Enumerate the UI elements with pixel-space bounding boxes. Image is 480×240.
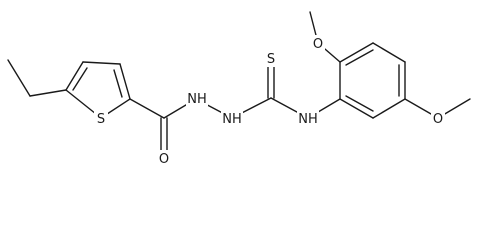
atom-s-thio: S bbox=[264, 50, 278, 67]
bond-benzene-5-6 bbox=[372, 98, 406, 119]
bond-thiophene-c4-c3 bbox=[82, 61, 121, 65]
atom-nh2-label: NH bbox=[222, 112, 242, 127]
atom-labels: S O NH NH S NH O O bbox=[94, 35, 445, 167]
atom-o-carbonyl: O bbox=[157, 150, 171, 167]
bond-ethyl-ch2 bbox=[29, 89, 67, 97]
bond-thiophene-c3-c2-inner bbox=[113, 69, 123, 98]
atom-o-methoxy2-label: O bbox=[433, 112, 443, 127]
atom-nh1: NH bbox=[186, 89, 208, 107]
atom-o-methoxy1: O bbox=[311, 35, 325, 52]
bonds bbox=[7, 11, 471, 151]
bond-thiophene-c3-c2 bbox=[119, 63, 131, 100]
atom-nh3-label: NH bbox=[298, 112, 318, 127]
atom-s-ring-label: S bbox=[97, 112, 105, 127]
atom-o-methoxy1-label: O bbox=[313, 37, 323, 52]
molecule-diagram: S O NH NH S NH O O bbox=[7, 11, 471, 167]
atom-o-methoxy2: O bbox=[431, 110, 445, 127]
atom-s-thio-label: S bbox=[267, 52, 275, 67]
bond-thiophene-c5-c4 bbox=[65, 61, 84, 91]
bond-benzene-6-1-inner bbox=[345, 95, 374, 112]
atom-nh2: NH bbox=[221, 109, 243, 127]
bond-ethyl-ch3 bbox=[7, 59, 31, 97]
bond-thiophene-c5-c4-inner bbox=[72, 67, 88, 91]
atom-o-carbonyl-label: O bbox=[159, 152, 169, 167]
bond-benzene-6-1 bbox=[339, 98, 374, 119]
bond-benzene-2-3-inner bbox=[345, 49, 374, 66]
bond-c2-carbonyl bbox=[129, 98, 165, 119]
bond-benzene-3-4 bbox=[372, 42, 406, 63]
bond-benzene-2-3 bbox=[339, 42, 374, 63]
atom-s-ring: S bbox=[94, 110, 108, 127]
atom-nh1-label: NH bbox=[187, 92, 207, 107]
atom-nh3: NH bbox=[297, 109, 319, 127]
